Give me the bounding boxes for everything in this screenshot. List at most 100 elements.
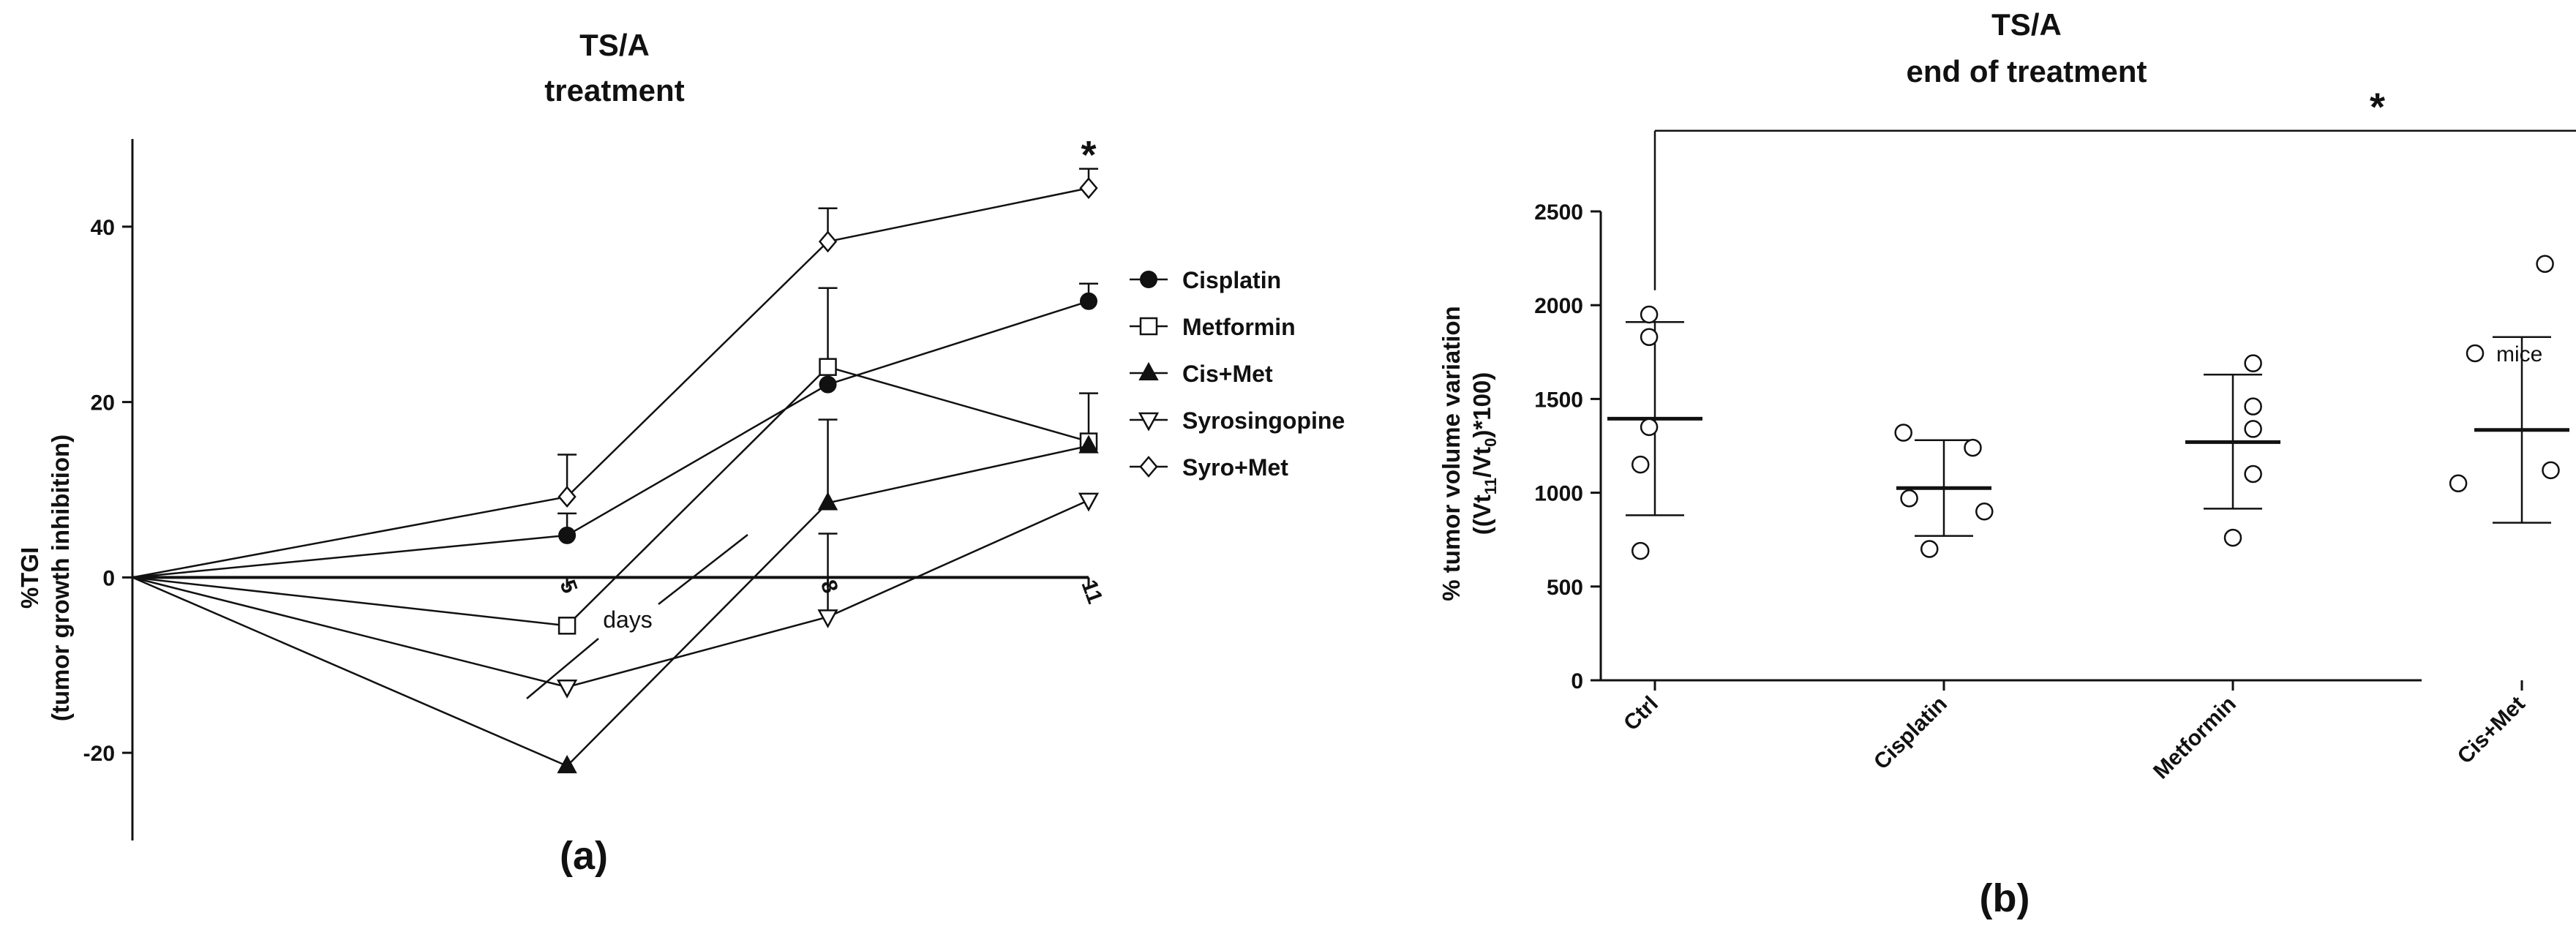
series-cis-met xyxy=(132,418,1099,774)
legend-marker xyxy=(1140,271,1157,288)
legend-entry-cisplatin: Cisplatin xyxy=(1130,267,1281,293)
series-line-syro-met xyxy=(132,187,1089,579)
panel-a-label: (a) xyxy=(560,834,608,878)
ylabel-part-2: /Vt xyxy=(1468,447,1495,478)
mouse-data-point xyxy=(1900,489,1918,508)
y-tick-label: 40 xyxy=(91,216,115,240)
series-syrosingopine xyxy=(132,492,1100,699)
data-point-syrosingopine xyxy=(817,609,838,628)
x-axis-label-days: days xyxy=(603,606,653,633)
data-point-cisplatin xyxy=(1080,292,1097,310)
mouse-data-point xyxy=(1894,424,1912,442)
mouse-data-point xyxy=(1964,438,1982,457)
mouse-data-point xyxy=(2223,528,2242,547)
x-tick-label-cis-met: Cis+Met xyxy=(2453,692,2530,769)
series-line-cisplatin xyxy=(132,300,1089,579)
panel-b-title-line-1: TS/A xyxy=(1991,7,2062,42)
y-tick-label: 2500 xyxy=(1534,200,1583,225)
panel-a-y-axis-label-line-2: (tumor growth inhibition) xyxy=(47,435,74,721)
legend-label: Syrosingopine xyxy=(1182,407,1345,434)
panel-a-line-chart: TS/A treatment %TGI (tumor growth inhibi… xyxy=(16,28,1345,878)
x-tick-label-cisplatin: Cisplatin xyxy=(1869,692,1952,775)
legend-marker xyxy=(1139,317,1158,336)
mouse-data-point xyxy=(2536,255,2554,274)
panel-b-scatter-chart: TS/A end of treatment % tumor volume var… xyxy=(1438,7,2576,920)
y-tick-label: 2000 xyxy=(1534,294,1583,318)
group-ctrl xyxy=(1607,305,1702,560)
legend-marker xyxy=(1138,361,1159,380)
days-pointer-line-2 xyxy=(526,638,599,699)
mouse-data-point xyxy=(1631,455,1650,474)
legend-mice-marker xyxy=(2466,344,2485,363)
mouse-data-point xyxy=(1920,540,1939,558)
mouse-data-point xyxy=(2244,397,2262,415)
mouse-data-point xyxy=(1631,541,1650,560)
legend-mice-label: mice xyxy=(2496,342,2542,366)
legend-marker xyxy=(1138,412,1160,432)
y-tick-label: 0 xyxy=(1571,669,1583,693)
panel-a-series xyxy=(132,168,1100,774)
mouse-data-point xyxy=(2244,354,2262,372)
legend-entry-syro-met: Syro+Met xyxy=(1130,454,1288,481)
legend-label: Cisplatin xyxy=(1182,267,1281,293)
ylabel-subscript-0: 0 xyxy=(1482,438,1500,447)
group-cisplatin xyxy=(1894,424,1994,558)
legend-label: Cis+Met xyxy=(1182,361,1273,387)
group-metformin xyxy=(2185,354,2280,547)
legend-label: Syro+Met xyxy=(1182,454,1288,481)
panel-b-legend: mice xyxy=(2466,342,2542,366)
data-point-cis-met xyxy=(557,755,577,774)
panel-b-significance-bracket: * xyxy=(1653,86,2576,290)
panel-a-title-line-2: treatment xyxy=(544,73,684,108)
series-syro-met xyxy=(132,168,1098,579)
legend-entry-cis-met: Cis+Met xyxy=(1130,361,1273,387)
data-point-syro-met xyxy=(818,230,838,253)
y-tick-label: -20 xyxy=(83,742,115,766)
data-point-syro-met xyxy=(1079,177,1098,200)
series-cisplatin xyxy=(132,282,1098,579)
significance-star-day-11: * xyxy=(1081,133,1096,177)
panel-b-label: (b) xyxy=(1980,876,2030,920)
days-pointer-line xyxy=(658,534,748,605)
legend-marker xyxy=(1139,456,1158,478)
ylabel-part-3: )*100) xyxy=(1468,372,1495,438)
panel-b-y-axis-label-line-1: % tumor volume variation xyxy=(1438,306,1465,601)
x-tick-label: 5 xyxy=(555,576,582,596)
data-point-syrosingopine xyxy=(556,679,578,699)
data-point-cisplatin xyxy=(819,375,837,394)
legend-entry-metformin: Metformin xyxy=(1130,314,1296,340)
panel-b-y-axis-label-line-2: ((Vt11/Vt0)*100) xyxy=(1468,372,1500,535)
data-point-syro-met xyxy=(557,486,577,508)
x-tick-label-ctrl: Ctrl xyxy=(1619,692,1663,736)
y-tick-label: 1500 xyxy=(1534,388,1583,412)
data-point-metformin xyxy=(557,617,577,635)
series-line-syrosingopine xyxy=(132,499,1089,688)
data-point-cisplatin xyxy=(558,526,577,544)
series-metformin xyxy=(132,287,1098,635)
panel-a-y-axis-label-line-1: %TGI xyxy=(16,547,43,609)
series-line-cis-met xyxy=(132,445,1089,767)
mouse-data-point xyxy=(1640,305,1659,324)
y-tick-label: 20 xyxy=(91,391,115,415)
y-tick-label: 1000 xyxy=(1534,482,1583,506)
panel-a-annotations: days * xyxy=(526,133,1097,699)
data-point-syrosingopine xyxy=(1078,492,1100,512)
mouse-data-point xyxy=(2449,474,2468,493)
legend-label: Metformin xyxy=(1182,314,1296,340)
ylabel-subscript-11: 11 xyxy=(1482,478,1500,494)
x-tick-label: 8 xyxy=(816,576,843,596)
ylabel-part-1: ((Vt xyxy=(1468,494,1495,535)
group-cis-met xyxy=(2449,255,2569,524)
data-point-metformin xyxy=(819,358,837,376)
panel-b-title-line-2: end of treatment xyxy=(1906,54,2147,89)
x-tick-label-metformin: Metformin xyxy=(2149,692,2241,784)
data-point-cis-met xyxy=(1078,435,1099,454)
data-point-cis-met xyxy=(817,492,838,511)
mouse-data-point xyxy=(1640,328,1659,347)
y-tick-label: 500 xyxy=(1547,576,1583,600)
mouse-data-point xyxy=(2244,464,2262,484)
panel-b-groups xyxy=(1607,255,2569,560)
